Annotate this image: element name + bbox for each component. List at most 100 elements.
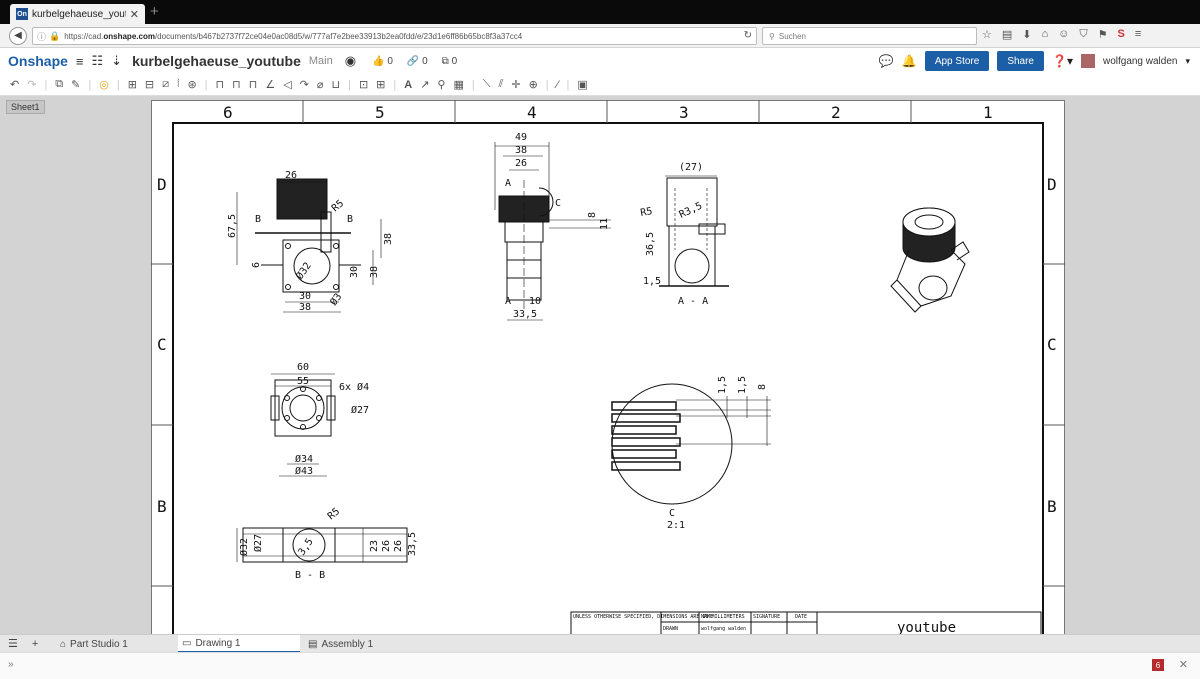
line-icon[interactable]: ⁄ xyxy=(556,78,559,91)
search-icon: ⚲ xyxy=(769,31,775,41)
avatar[interactable] xyxy=(1080,54,1095,68)
browser-tab[interactable]: On kurbelgehaeuse_youtube |... ✕ xyxy=(10,4,145,24)
section-view-aa[interactable] xyxy=(659,175,729,287)
drawing-icon: ▭ xyxy=(182,637,192,649)
undo-icon[interactable]: ↶ xyxy=(10,79,20,91)
tab-assembly[interactable]: ▤ Assembly 1 xyxy=(304,635,426,653)
insert-icon[interactable]: ⇣ xyxy=(111,53,123,68)
properties-icon[interactable]: ✎ xyxy=(71,79,81,91)
bolt-circle-icon[interactable]: ⊕ xyxy=(528,79,538,91)
radial-dimension-icon[interactable]: ◁ xyxy=(283,79,292,91)
projected-view-icon[interactable]: ⊞ xyxy=(127,79,137,91)
download-icon[interactable]: ⬇ xyxy=(1022,29,1032,41)
tab-drawing[interactable]: ▭ Drawing 1 xyxy=(178,635,300,653)
info-icon[interactable]: ⓘ xyxy=(37,31,47,42)
menu-icon[interactable]: ≡ xyxy=(75,53,84,69)
app-store-button[interactable]: App Store xyxy=(924,51,990,71)
search-input[interactable]: ⚲ Suchen xyxy=(762,27,977,45)
section-view-icon[interactable]: ⧄ xyxy=(162,78,170,90)
bookmark-star-icon[interactable]: ☆ xyxy=(982,29,992,41)
dim-label: 26 xyxy=(381,540,392,552)
chevron-down-icon[interactable]: ▾ xyxy=(1185,55,1190,66)
copy-count[interactable]: ⧉ 0 xyxy=(441,55,458,67)
linear-dimension-icon[interactable]: ⊓ xyxy=(215,79,225,91)
user-name[interactable]: wolfgang walden xyxy=(1102,55,1178,67)
help-icon[interactable]: ❓▾ xyxy=(1052,54,1073,68)
link-count[interactable]: 🔗 0 xyxy=(406,55,428,67)
aux-view-icon[interactable]: ⊟ xyxy=(144,79,155,91)
notification-bell-icon[interactable]: 🔔 xyxy=(901,54,917,68)
tab-part-studio[interactable]: ⌂ Part Studio 1 xyxy=(56,635,178,653)
section-label: A xyxy=(505,178,511,189)
redo-icon[interactable]: ↷ xyxy=(27,79,37,91)
drawing-sheet[interactable]: 6 5 4 3 2 1 D C B D C B xyxy=(151,100,1065,634)
detail-view-icon[interactable]: ⊛ xyxy=(187,79,197,91)
dim-label: 6x Ø4 xyxy=(339,381,369,393)
add-tab-icon[interactable]: + xyxy=(31,637,39,650)
dim-label: 11 xyxy=(599,218,610,230)
angular-dimension-icon[interactable]: ∠ xyxy=(265,79,276,91)
onshape-header: Onshape ≡ ☷ ⇣ kurbelgehaeuse_youtube Mai… xyxy=(0,48,1200,74)
title-block-drawn-by: wolfgang walden xyxy=(701,626,746,632)
zone-col-label: 6 xyxy=(223,103,233,122)
diameter-dimension-icon[interactable]: ⌀ xyxy=(316,79,324,91)
image-icon[interactable]: ▣ xyxy=(577,79,588,91)
tab-list-icon[interactable]: ☰ xyxy=(8,638,18,650)
zone-col-label: 1 xyxy=(983,103,993,122)
insert-view-icon[interactable]: ⧉ xyxy=(55,78,64,90)
hatch-icon[interactable]: ⫽ xyxy=(498,78,504,90)
document-name[interactable]: kurbelgehaeuse_youtube xyxy=(132,53,301,69)
comment-icon[interactable]: 💬 xyxy=(878,54,894,68)
new-tab-icon[interactable]: + xyxy=(150,3,159,20)
notification-badge[interactable]: 6 xyxy=(1152,659,1164,671)
front-view[interactable] xyxy=(236,178,382,313)
share-button[interactable]: Share xyxy=(997,51,1044,71)
branch-name[interactable]: Main xyxy=(308,55,333,67)
sheet-tab[interactable]: Sheet1 xyxy=(6,100,45,114)
dim-label: R5 xyxy=(330,198,346,214)
section-view-bb[interactable] xyxy=(236,527,408,563)
balloon-icon[interactable]: ⚲ xyxy=(437,79,446,91)
broken-view-icon[interactable]: ⦚ xyxy=(177,78,180,90)
reading-list-icon[interactable]: ▤ xyxy=(1001,29,1013,41)
feature-list-icon[interactable]: ☷ xyxy=(91,53,104,68)
hamburger-menu-icon[interactable]: ≡ xyxy=(1134,28,1142,40)
gdt-icon[interactable]: ⊞ xyxy=(376,79,386,91)
addon-icon[interactable]: S xyxy=(1117,28,1125,40)
reload-icon[interactable]: ↻ xyxy=(743,30,752,41)
back-arrow-icon[interactable]: ◀ xyxy=(9,26,27,45)
arc-dimension-icon[interactable]: ↷ xyxy=(299,79,309,91)
section-label: B xyxy=(255,214,261,225)
isometric-view[interactable] xyxy=(890,207,970,313)
title-block[interactable] xyxy=(570,611,1042,634)
zone-row-label: C xyxy=(1047,335,1057,354)
datum-icon[interactable]: ⊡ xyxy=(358,79,369,91)
emoji-icon[interactable]: ☺ xyxy=(1058,28,1070,40)
baseline-dimension-icon[interactable]: ⊓ xyxy=(232,79,241,91)
dim-label: 6 xyxy=(251,262,262,268)
home-icon[interactable]: ⌂ xyxy=(1041,28,1049,40)
close-icon[interactable]: ✕ xyxy=(1178,659,1188,671)
centerline-icon[interactable]: ⟍ xyxy=(482,78,491,90)
dim-label: 36,5 xyxy=(645,232,656,256)
url-bar[interactable]: ⓘ 🔒 https://cad.onshape.com/documents/b4… xyxy=(32,27,757,45)
detail-view-c[interactable] xyxy=(611,383,771,505)
dim-label: Ø43 xyxy=(295,465,313,477)
globe-icon[interactable]: ◉ xyxy=(344,53,357,68)
centermark-icon[interactable]: ✛ xyxy=(511,79,521,91)
ordinate-dimension-icon[interactable]: ⊓ xyxy=(248,79,258,91)
extension-icon[interactable]: ⚑ xyxy=(1097,29,1108,41)
detail-scale: 2:1 xyxy=(667,520,685,531)
highlight-icon[interactable]: ◎ xyxy=(99,79,109,91)
onshape-logo[interactable]: Onshape xyxy=(8,53,68,69)
like-count[interactable]: 👍 0 xyxy=(372,55,393,67)
table-icon[interactable]: ▦ xyxy=(453,79,464,91)
callout-icon[interactable]: ↗ xyxy=(420,79,430,91)
pocket-icon[interactable]: ⛉ xyxy=(1079,28,1088,40)
chevron-right-icon[interactable]: » xyxy=(8,659,14,670)
hole-table-icon[interactable]: ⊔ xyxy=(331,79,341,91)
top-view[interactable] xyxy=(270,373,336,477)
side-view[interactable] xyxy=(494,142,611,321)
close-tab-icon[interactable]: ✕ xyxy=(129,8,139,21)
note-icon[interactable]: A xyxy=(404,78,413,91)
